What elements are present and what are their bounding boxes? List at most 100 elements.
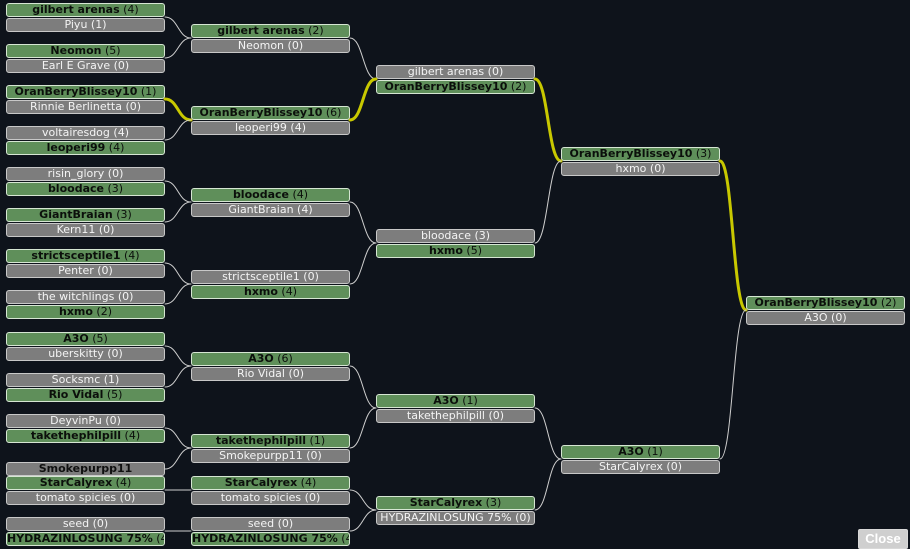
player-slot[interactable]: A3O (1) <box>561 445 720 459</box>
player-slot[interactable]: GiantBraian (4) <box>191 203 350 217</box>
player-slot[interactable]: bloodace (3) <box>6 182 165 196</box>
player-name: HYDRAZINLOSUNG 75% <box>380 511 512 524</box>
player-slot[interactable]: Socksmc (1) <box>6 373 165 387</box>
player-slot[interactable]: Rinnie Berlinetta (0) <box>6 100 165 114</box>
player-slot[interactable]: gilbert arenas (0) <box>376 65 535 79</box>
player-slot[interactable]: OranBerryBlissey10 (1) <box>6 85 165 99</box>
player-slot[interactable]: GiantBraian (3) <box>6 208 165 222</box>
player-score: (0) <box>104 167 124 180</box>
player-slot[interactable]: tomato spicies (0) <box>191 491 350 505</box>
player-score: (0) <box>103 347 123 360</box>
player-slot[interactable]: StarCalyrex (4) <box>6 476 165 490</box>
player-slot[interactable]: Neomon (5) <box>6 44 165 58</box>
player-slot[interactable]: Smokepurpp11 (0) <box>191 449 350 463</box>
player-slot[interactable]: Rio Vidal (5) <box>6 388 165 402</box>
player-score: (1) <box>137 85 157 98</box>
player-score: (0) <box>646 162 666 175</box>
player-score: (0) <box>114 290 134 303</box>
player-slot[interactable]: Rio Vidal (0) <box>191 367 350 381</box>
player-slot[interactable]: OranBerryBlissey10 (2) <box>746 296 905 310</box>
player-score: (4) <box>105 141 125 154</box>
bracket-connector <box>164 447 192 470</box>
player-score: (2) <box>92 305 113 318</box>
player-slot[interactable]: OranBerryBlissey10 (3) <box>561 147 720 161</box>
player-slot[interactable]: A3O (6) <box>191 352 350 366</box>
player-score: (5) <box>462 244 483 257</box>
player-slot[interactable]: StarCalyrex (0) <box>561 460 720 474</box>
player-slot[interactable]: the witchlings (0) <box>6 290 165 304</box>
player-slot[interactable]: DeyvinPu (0) <box>6 414 165 428</box>
player-slot[interactable]: HYDRAZINLOSUNG 75% (0) <box>376 511 535 525</box>
player-slot[interactable]: takethephilpill (1) <box>191 434 350 448</box>
player-score: (4) <box>120 249 140 262</box>
player-slot[interactable]: Piyu (1) <box>6 18 165 32</box>
player-slot[interactable]: hxmo (5) <box>376 244 535 258</box>
player-name: bloodace <box>47 182 104 195</box>
player-slot[interactable]: gilbert arenas (2) <box>191 24 350 38</box>
bracket-connector <box>719 309 747 460</box>
player-slot[interactable]: bloodace (4) <box>191 188 350 202</box>
player-name: OranBerryBlissey10 <box>14 85 138 98</box>
player-name: the witchlings <box>37 290 115 303</box>
player-name: A3O <box>248 352 274 365</box>
player-slot[interactable]: takethephilpill (4) <box>6 429 165 443</box>
player-slot[interactable]: HYDRAZINLOSUNG 75% (4) <box>191 532 350 546</box>
player-slot[interactable]: strictsceptile1 (4) <box>6 249 165 263</box>
player-name: StarCalyrex <box>224 476 298 489</box>
player-slot[interactable]: seed (0) <box>6 517 165 531</box>
player-name: StarCalyrex <box>409 496 483 509</box>
player-slot[interactable]: Kern11 (0) <box>6 223 165 237</box>
player-slot[interactable]: leoperi99 (4) <box>6 141 165 155</box>
player-slot[interactable]: StarCalyrex (3) <box>376 496 535 510</box>
player-slot[interactable]: bloodace (3) <box>376 229 535 243</box>
player-slot[interactable]: hxmo (4) <box>191 285 350 299</box>
player-score: (1) <box>100 373 120 386</box>
player-slot[interactable]: OranBerryBlissey10 (2) <box>376 80 535 94</box>
player-slot[interactable]: gilbert arenas (4) <box>6 3 165 17</box>
player-name: Penter <box>58 264 94 277</box>
bye-slot[interactable]: Smokepurpp11 <box>6 462 165 476</box>
player-name: hxmo <box>58 305 93 318</box>
player-name: uberskitty <box>48 347 104 360</box>
player-slot[interactable]: leoperi99 (4) <box>191 121 350 135</box>
player-slot[interactable]: StarCalyrex (4) <box>191 476 350 490</box>
player-name: GiantBraian <box>39 208 113 221</box>
player-slot[interactable]: seed (0) <box>191 517 350 531</box>
player-name: OranBerryBlissey10 <box>754 296 878 309</box>
player-score: (0) <box>299 270 319 283</box>
player-score: (0) <box>662 460 682 473</box>
player-name: Neomon <box>237 39 285 52</box>
player-slot[interactable]: OranBerryBlissey10 (6) <box>191 106 350 120</box>
player-score: (0) <box>302 449 322 462</box>
player-slot[interactable]: HYDRAZINLOSUNG 75% (4) <box>6 532 165 546</box>
player-name: gilbert arenas <box>407 65 485 78</box>
player-slot[interactable]: A3O (0) <box>746 311 905 325</box>
player-name: takethephilpill <box>406 409 485 422</box>
bracket-connector <box>349 201 377 244</box>
player-slot[interactable]: A3O (5) <box>6 332 165 346</box>
player-name: A3O <box>804 311 828 324</box>
player-name: seed <box>62 517 90 530</box>
player-slot[interactable]: hxmo (0) <box>561 162 720 176</box>
player-score: (3) <box>692 147 712 160</box>
player-slot[interactable]: uberskitty (0) <box>6 347 165 361</box>
player-slot[interactable]: A3O (1) <box>376 394 535 408</box>
player-slot[interactable]: takethephilpill (0) <box>376 409 535 423</box>
player-score: (0) <box>485 409 505 422</box>
player-score: (4) <box>121 429 141 442</box>
player-score: (4) <box>156 532 164 545</box>
player-slot[interactable]: Penter (0) <box>6 264 165 278</box>
player-name: A3O <box>63 332 89 345</box>
player-score: (1) <box>458 394 478 407</box>
player-name: HYDRAZINLOSUNG 75% <box>192 532 338 545</box>
player-slot[interactable]: Neomon (0) <box>191 39 350 53</box>
player-slot[interactable]: hxmo (2) <box>6 305 165 319</box>
player-slot[interactable]: strictsceptile1 (0) <box>191 270 350 284</box>
player-slot[interactable]: Earl E Grave (0) <box>6 59 165 73</box>
bracket-connector <box>534 160 562 244</box>
bracket-connector <box>164 262 192 285</box>
player-slot[interactable]: voltairesdog (4) <box>6 126 165 140</box>
player-slot[interactable]: tomato spicies (0) <box>6 491 165 505</box>
close-button[interactable]: Close <box>858 529 908 549</box>
player-slot[interactable]: risin_glory (0) <box>6 167 165 181</box>
